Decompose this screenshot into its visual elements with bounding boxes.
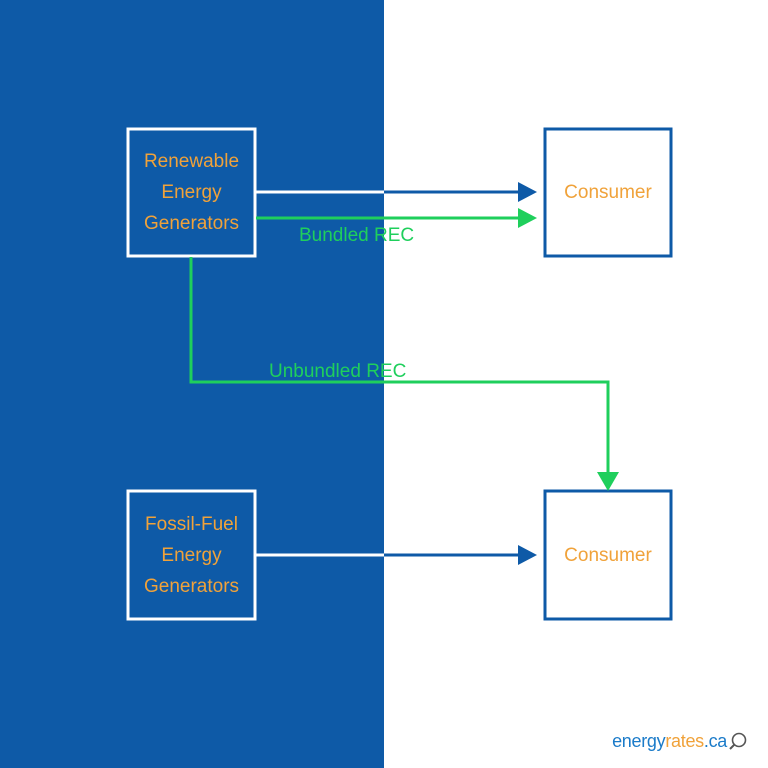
fossil-label-line-2: Energy [161,544,222,566]
unbundled-rec-arrow [189,257,619,491]
renewable-label-line-1: Renewable [143,151,240,172]
fossil-generators-label: Fossil-Fuel Energy Generators [128,491,255,619]
bundled-rec-label: Bundled REC [299,225,415,246]
consumer-top-text: Consumer [564,182,652,203]
power-flow-top-arrow [256,182,537,202]
power-flow-bottom-arrow [256,545,537,565]
fossil-generators-box [126,489,257,621]
consumer-bottom-text: Consumer [564,544,652,566]
renewable-label-line-3: Generators [143,213,240,234]
fossil-label-line-1: Fossil-Fuel [145,513,238,535]
logo-text-rates: rates [665,731,704,751]
fossil-label-line-3: Generators [143,575,240,597]
consumer-top-label: Consumer [545,129,671,256]
renewable-label-line-2: Energy [161,182,222,203]
consumer-top-box [543,127,673,258]
renewable-generators-label: Renewable Energy Generators [128,129,255,256]
magnifier-icon [729,732,747,750]
logo-text-energy: energy [612,731,666,751]
unbundled-rec-label: Unbundled REC [269,361,407,382]
logo-text-ca: .ca [703,731,727,751]
bundled-rec-arrow [256,208,537,228]
renewable-generators-box [126,127,257,258]
consumer-bottom-label: Consumer [545,491,671,619]
